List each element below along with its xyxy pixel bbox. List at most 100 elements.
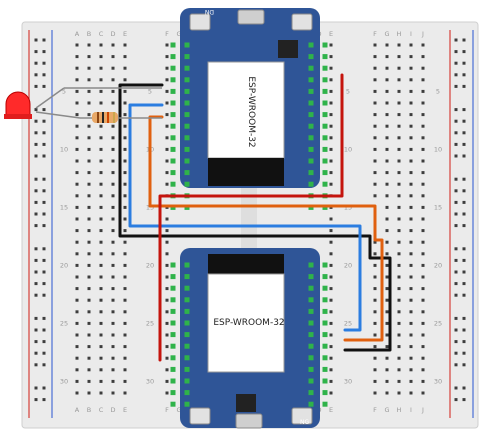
module-pin	[322, 308, 328, 314]
hole	[409, 240, 413, 244]
module-pin	[184, 332, 190, 338]
row-number: 5	[346, 87, 350, 95]
hole	[111, 124, 115, 128]
module-pin	[322, 285, 328, 291]
rail-hole	[34, 131, 38, 135]
hole	[421, 240, 425, 244]
wire-blue	[128, 103, 362, 332]
hole	[329, 252, 333, 256]
hole	[111, 78, 115, 82]
module-pin	[184, 170, 190, 176]
hole	[373, 240, 377, 244]
hole	[111, 101, 115, 105]
hole	[421, 43, 425, 47]
hole	[75, 333, 79, 337]
rail-hole	[462, 351, 466, 355]
hole	[373, 345, 377, 349]
hole	[385, 171, 389, 175]
module-pin	[322, 320, 328, 326]
hole	[111, 310, 115, 314]
hole	[111, 136, 115, 140]
module-pin	[322, 135, 328, 141]
hole	[329, 147, 333, 151]
module-pin	[308, 343, 314, 349]
module-pin	[170, 158, 176, 164]
rail-hole	[454, 131, 458, 135]
rail-hole	[462, 108, 466, 112]
module-pin	[308, 308, 314, 314]
module-pin	[308, 146, 314, 152]
hole	[385, 194, 389, 198]
hole	[409, 298, 413, 302]
module-pin	[322, 170, 328, 176]
module-pin	[308, 123, 314, 129]
module-pin	[308, 332, 314, 338]
hole	[111, 43, 115, 47]
hole	[99, 78, 103, 82]
rail-hole	[42, 363, 46, 367]
hole	[75, 391, 79, 395]
hole	[385, 124, 389, 128]
hole	[123, 391, 127, 395]
hole	[385, 147, 389, 151]
hole	[165, 136, 169, 140]
hole	[75, 89, 79, 93]
rail-hole	[454, 386, 458, 390]
row-number: 30	[434, 377, 442, 385]
hole	[75, 159, 79, 163]
hole	[373, 321, 377, 325]
hole	[123, 182, 127, 186]
rail-hole	[454, 351, 458, 355]
rail-hole	[34, 340, 38, 344]
module-pin	[170, 54, 176, 60]
hole	[165, 368, 169, 372]
hole	[373, 55, 377, 59]
hole	[75, 55, 79, 59]
rail-hole	[454, 363, 458, 367]
module-pin	[170, 112, 176, 118]
row-number: 15	[60, 203, 68, 211]
hole	[99, 368, 103, 372]
hole	[123, 78, 127, 82]
module-pin	[184, 285, 190, 291]
wroom-shield	[207, 273, 285, 373]
hole	[409, 287, 413, 291]
hole	[111, 240, 115, 244]
rail-hole	[42, 270, 46, 274]
hole	[87, 147, 91, 151]
hole	[397, 275, 401, 279]
column-letter: G	[176, 30, 181, 38]
column-letter: J	[421, 30, 424, 38]
hole	[397, 182, 401, 186]
hole	[421, 171, 425, 175]
module-label: ESP-WROOM-32	[246, 76, 256, 147]
hole	[123, 101, 127, 105]
hole	[421, 136, 425, 140]
hole	[421, 356, 425, 360]
hole	[99, 136, 103, 140]
module-pin	[184, 390, 190, 396]
module-pin	[184, 366, 190, 372]
rail-hole	[454, 73, 458, 77]
module-pin	[308, 65, 314, 71]
hole	[87, 217, 91, 221]
wroom-antenna	[208, 158, 284, 186]
module-pin	[184, 262, 190, 268]
rail-hole	[462, 212, 466, 216]
hole	[421, 194, 425, 198]
column-letter: B	[87, 30, 91, 38]
hole	[99, 345, 103, 349]
hole	[111, 345, 115, 349]
rail-hole	[34, 258, 38, 262]
rail-hole	[42, 351, 46, 355]
rail-hole	[42, 386, 46, 390]
hole	[87, 345, 91, 349]
column-letter: E	[123, 406, 127, 414]
hole	[87, 55, 91, 59]
hole	[111, 391, 115, 395]
hole	[397, 43, 401, 47]
hole	[421, 333, 425, 337]
hole	[373, 124, 377, 128]
module-pin	[170, 146, 176, 152]
